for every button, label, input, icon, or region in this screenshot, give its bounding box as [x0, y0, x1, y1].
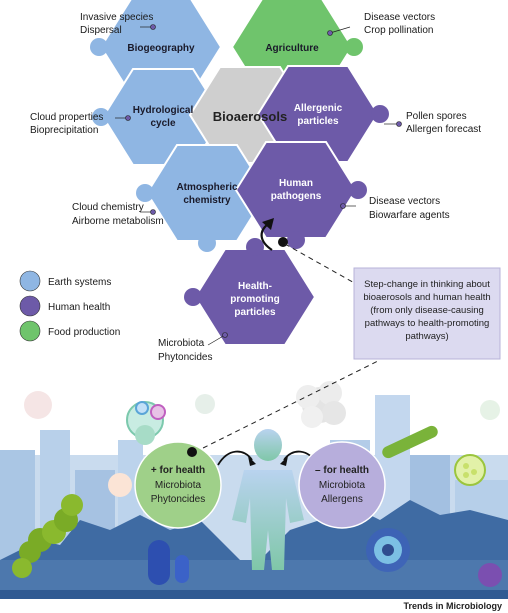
label-hydrological-1: Hydrological: [133, 105, 194, 116]
callout-line-3: (from only disease-causing: [370, 305, 484, 316]
piece-hydrological: [92, 68, 224, 166]
annot-atmospheric-2: Airborne metabolism: [72, 216, 164, 227]
footer-bar: [0, 599, 508, 613]
annot-hydrological-1: Cloud properties: [30, 112, 103, 123]
piece-allergenic: [257, 65, 389, 163]
minus-line-2: Allergens: [321, 494, 363, 505]
curved-arrow: [260, 223, 273, 251]
callout-line-5: pathways): [405, 331, 448, 342]
legend-swatch-earth: [19, 270, 41, 292]
microbe-illustrations: [12, 381, 502, 587]
dashed-leader-bottom: [194, 359, 381, 453]
green-bacterium: [12, 494, 83, 578]
dashed-leader-top: [284, 243, 359, 286]
annot-allergenic-2: Allergen forecast: [406, 124, 481, 135]
label-atmospheric-1: Atmospheric: [176, 182, 238, 193]
curved-arrow-head: [262, 218, 274, 230]
footer-brand: Trends in Microbiology: [403, 601, 502, 611]
annot-biogeography-2: Dispersal: [80, 25, 122, 36]
annot-agriculture-1: Disease vectors: [364, 12, 435, 23]
annot-atmospheric-1: Cloud chemistry: [72, 202, 144, 213]
label-pathogens-1: Human: [279, 178, 313, 189]
callout-line-2: bioaerosols and human health: [363, 292, 490, 303]
annot-biogeography-1: Invasive species: [80, 12, 153, 23]
legend-label-earth: Earth systems: [48, 277, 111, 288]
label-agriculture: Agriculture: [265, 43, 319, 54]
callout-box: Step-change in thinking about bioaerosol…: [353, 267, 501, 360]
label-health-1: Health-: [238, 281, 272, 292]
piece-atmospheric: [136, 144, 268, 252]
piece-biogeography: [90, 0, 222, 96]
piece-pathogens: [235, 141, 367, 249]
label-atmospheric-2: chemistry: [183, 195, 231, 206]
blue-bacteria: [148, 540, 189, 585]
callout-line-4: pathways to health-promoting: [365, 318, 490, 329]
arrow-minus-head: [280, 456, 288, 466]
minus-title: – for health: [315, 465, 369, 476]
plus-for-health-circle: + for health Microbiota Phytoncides: [134, 441, 222, 529]
puzzle-cluster: [90, 0, 389, 346]
annot-pathogens-2: Biowarfare agents: [369, 210, 450, 221]
legend-label-human: Human health: [48, 302, 110, 313]
plus-line-2: Phytoncides: [151, 494, 205, 505]
label-pathogens-2: pathogens: [271, 191, 322, 202]
minus-for-health-circle: – for health Microbiota Allergens: [298, 441, 386, 529]
piece-health-promoting: [184, 238, 316, 346]
arrow-plus-head: [248, 456, 256, 466]
annot-hydrological-2: Bioprecipitation: [30, 125, 98, 136]
arrow-plus-to-human: [217, 450, 253, 466]
piece-agriculture: [231, 0, 363, 96]
annot-health-2: Phytoncides: [158, 352, 212, 363]
annotation-dots: [125, 24, 402, 338]
annot-allergenic-1: Pollen spores: [406, 111, 467, 122]
plus-circle-dot: [187, 447, 197, 457]
annot-pathogens-1: Disease vectors: [369, 196, 440, 207]
label-bioaerosols: Bioaerosols: [213, 109, 287, 124]
human-figure: [232, 429, 304, 570]
connector-dot: [278, 237, 288, 247]
legend-label-food: Food production: [48, 327, 120, 338]
annot-agriculture-2: Crop pollination: [364, 25, 434, 36]
label-allergenic-2: particles: [297, 116, 339, 127]
label-hydrological-2: cycle: [150, 118, 175, 129]
plus-line-1: Microbiota: [155, 480, 202, 491]
minus-line-1: Microbiota: [319, 480, 366, 491]
legend-swatch-food: [19, 320, 41, 342]
annot-health-1: Microbiota: [158, 338, 205, 349]
label-health-2: promoting: [230, 294, 279, 305]
callout-line-1: Step-change in thinking about: [364, 279, 490, 290]
legend-swatch-human: [19, 295, 41, 317]
legend: Earth systems Human health Food producti…: [19, 270, 120, 342]
label-health-3: particles: [234, 307, 276, 318]
plus-title: + for health: [151, 465, 205, 476]
label-biogeography: Biogeography: [127, 43, 195, 54]
label-allergenic-1: Allergenic: [294, 103, 343, 114]
